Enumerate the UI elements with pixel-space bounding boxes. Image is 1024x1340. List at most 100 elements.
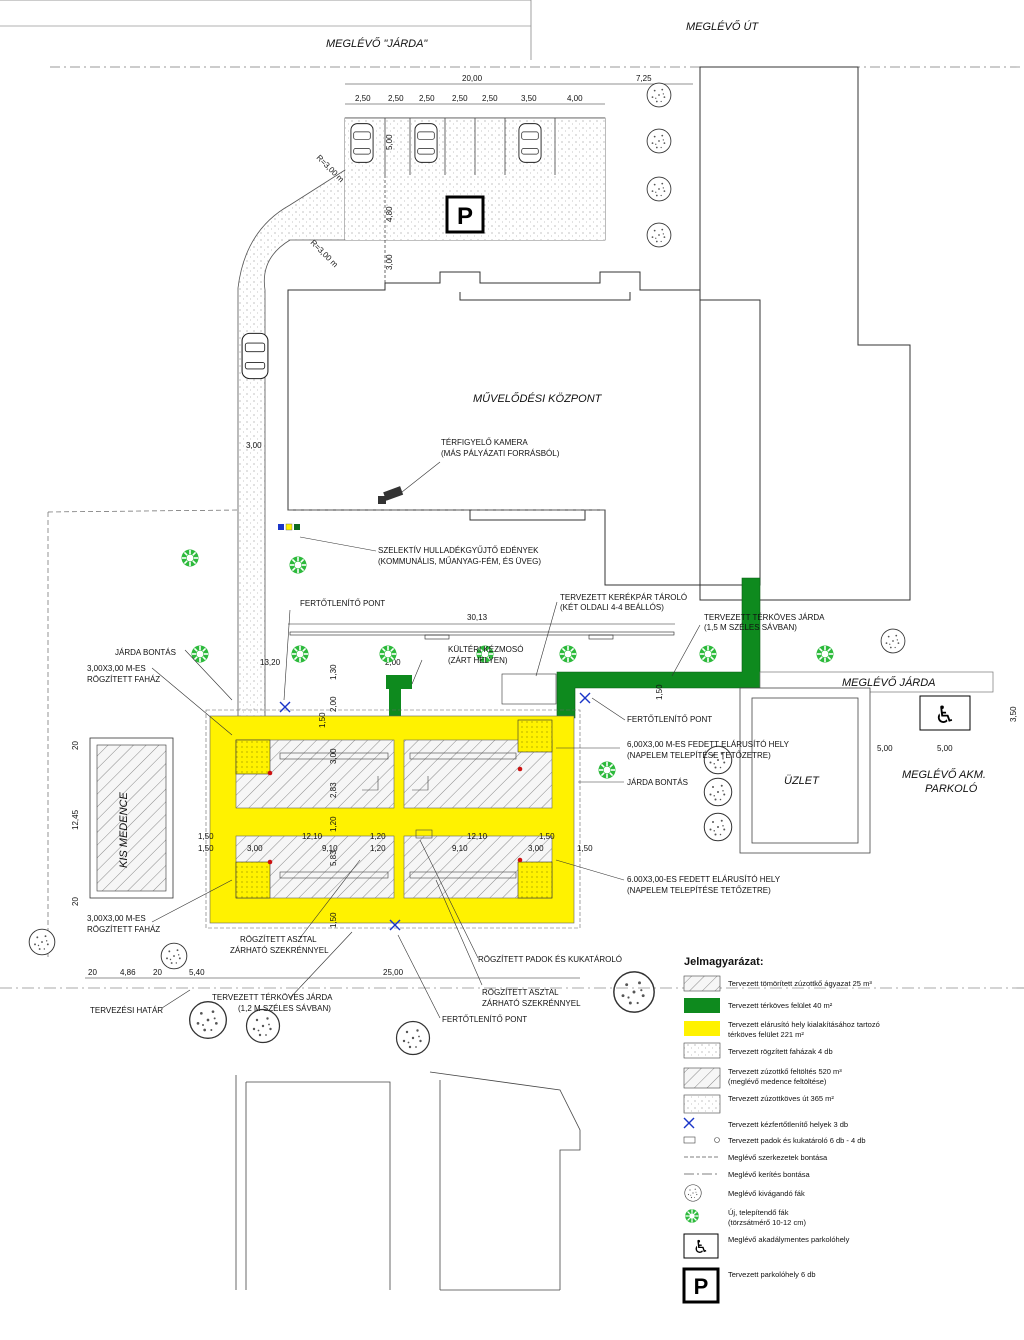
svg-text:térköves felület 221 m²: térköves felület 221 m²	[728, 1030, 804, 1039]
wooden-hut	[517, 861, 553, 899]
sidewalk-demolition-label: JÁRDA BONTÁS	[115, 648, 176, 657]
pool-dim: 20	[71, 741, 80, 750]
svg-text:3,00: 3,00	[329, 748, 338, 764]
svg-text:Meglévő akadálymentes parkolóh: Meglévő akadálymentes parkolóhely	[728, 1235, 850, 1244]
pool-dim: 20	[71, 897, 80, 906]
existing-tree-icon	[646, 128, 672, 154]
svg-text:12,10: 12,10	[302, 832, 323, 841]
hut-label: 3,00X3,00 M-ES	[87, 664, 146, 673]
bike-rack	[501, 673, 557, 705]
small-pool-inner	[96, 744, 167, 892]
bottom-dim: 20	[153, 968, 162, 977]
svg-text:1,50: 1,50	[577, 844, 593, 853]
dim-30-13: 30,13	[467, 613, 488, 622]
sink-green-stem	[389, 689, 401, 719]
waste-leader	[299, 536, 377, 552]
new-tree-icon	[698, 644, 718, 664]
paved-sidewalk-12-sub-label: (1,2 M SZÉLES SÁVBAN)	[238, 1004, 331, 1013]
wooden-hut	[517, 719, 553, 753]
svg-text:(meglévő medence feltöltése): (meglévő medence feltöltése)	[728, 1077, 827, 1086]
svg-text:Tervezett zúzottkő feltöltés 5: Tervezett zúzottkő feltöltés 520 m³	[728, 1067, 842, 1076]
svg-text:2,50: 2,50	[388, 94, 404, 103]
covered-stall-sub-label: (NAPELEM TELEPÍTÉSE TETŐZETRE)	[627, 886, 771, 895]
new-tree-icon	[597, 760, 617, 780]
existing-tree-icon	[646, 82, 672, 108]
svg-text:1,50: 1,50	[655, 684, 664, 700]
paved-path-green	[556, 577, 761, 719]
existing-tree-icon	[160, 942, 188, 970]
new-tree-icon	[558, 644, 578, 664]
planning-boundary	[47, 509, 605, 960]
bottom-dim: 20	[88, 968, 97, 977]
svg-text:3,00: 3,00	[246, 441, 262, 450]
svg-text:1,20: 1,20	[370, 832, 386, 841]
paved-sidewalk-sub-label: (1,5 M SZÉLES SÁVBAN)	[704, 623, 797, 632]
svg-text:1,50: 1,50	[539, 832, 555, 841]
paved-sidewalk-12-label: TERVEZETT TÉRKÖVES JÁRDA	[212, 993, 333, 1002]
camera-sub-label: (MÁS PÁLYÁZATI FORRÁSBÓL)	[441, 449, 560, 458]
svg-text:12,10: 12,10	[467, 832, 488, 841]
svg-text:Meglévő szerkezetek bontása: Meglévő szerkezetek bontása	[728, 1153, 828, 1162]
existing-sidewalk-top-label: MEGLÉVŐ "JÁRDA"	[326, 36, 428, 50]
svg-text:♿: ♿	[934, 702, 956, 729]
cultural-center-building	[287, 66, 911, 601]
covered-stall-label: 6.00X3,00-ES FEDETT ELÁRUSÍTÓ HELY	[627, 875, 781, 884]
hut-sub-label: RÖGZÍTETT FAHÁZ	[87, 675, 160, 684]
svg-text:Tervezett zúzottköves út 365 m: Tervezett zúzottköves út 365 m²	[728, 1094, 834, 1103]
leader-lines	[151, 601, 701, 1019]
svg-text:2,00: 2,00	[329, 696, 338, 712]
legend-existing-tree-icon	[684, 1184, 702, 1202]
market-dimensions: 13,20 2,00 1,30 2,00 1,50 3,00 2,83 1,20…	[198, 658, 664, 928]
waste-bins-icon	[278, 523, 300, 531]
cultural-center-label: MŰVELŐDÉSI KÖZPONT	[473, 391, 603, 405]
hut-sub-label: RÖGZÍTETT FAHÁZ	[87, 925, 160, 934]
svg-text:1,20: 1,20	[329, 816, 338, 832]
svg-text:Meglévő kerítés bontása: Meglévő kerítés bontása	[728, 1170, 811, 1179]
akm-parking-label-2: PARKOLÓ	[925, 782, 978, 795]
existing-tree-icon	[612, 970, 656, 1014]
bottom-dim: 25,00	[383, 968, 404, 977]
existing-sidewalk-right	[759, 671, 994, 693]
sanitizer-label: FERTŐTLENÍTŐ PONT	[442, 1015, 527, 1024]
svg-text:P: P	[457, 203, 473, 230]
svg-text:2,50: 2,50	[452, 94, 468, 103]
svg-text:7,25: 7,25	[636, 74, 652, 83]
akm-dim: 5,00	[877, 744, 893, 753]
akm-dim: 3,50	[1009, 706, 1018, 722]
existing-tree-icon	[646, 222, 672, 248]
existing-tree-icon	[28, 928, 56, 956]
benches-label: RÖGZÍTETT PADOK ÉS KUKATÁROLÓ	[478, 955, 622, 964]
svg-text:1,50: 1,50	[198, 832, 214, 841]
camera-label: TÉRFIGYELŐ KAMERA	[441, 438, 528, 447]
new-tree-icon	[288, 555, 308, 575]
svg-text:Tervezett rögzített faházak 4: Tervezett rögzített faházak 4 db	[728, 1047, 833, 1056]
svg-text:1,20: 1,20	[370, 844, 386, 853]
legend-title: Jelmagyarázat:	[684, 956, 764, 968]
svg-text:Tervezett kézfertőtlenítő hely: Tervezett kézfertőtlenítő helyek 3 db	[728, 1120, 848, 1129]
red-markers	[267, 766, 523, 865]
svg-text:Tervezett parkolóhely 6 db: Tervezett parkolóhely 6 db	[728, 1270, 816, 1279]
paved-sidewalk-label: TERVEZETT TÉRKÖVES JÁRDA	[704, 613, 825, 622]
camera-icon	[378, 486, 404, 504]
sink-green	[386, 675, 412, 689]
svg-text:3,00: 3,00	[385, 254, 394, 270]
bike-rack-label: TERVEZETT KERÉKPÁR TÁROLÓ	[560, 593, 687, 602]
svg-text:1,50: 1,50	[198, 844, 214, 853]
svg-text:Tervezett térköves felület 40: Tervezett térköves felület 40 m²	[728, 1001, 833, 1010]
existing-tree-icon	[646, 176, 672, 202]
outdoor-sink-label: KÜLTÉRI KÉZMOSÓ	[448, 645, 523, 654]
parking-sign-icon: P	[445, 195, 485, 234]
svg-text:Meglévő kivágandó fák: Meglévő kivágandó fák	[728, 1189, 805, 1198]
existing-tree-icon	[245, 1008, 281, 1044]
existing-sidewalk-right-label: MEGLÉVŐ JÁRDA	[842, 675, 936, 689]
existing-tree-icon	[188, 1000, 228, 1040]
existing-road-label: MEGLÉVŐ ÚT	[686, 19, 759, 33]
svg-text:2,50: 2,50	[482, 94, 498, 103]
lower-structures	[235, 1071, 581, 1291]
svg-text:3,50: 3,50	[521, 94, 537, 103]
svg-text:Tervezett tömörített zúzottkő: Tervezett tömörített zúzottkő ágyazat 25…	[728, 979, 872, 988]
road-lines	[0, 0, 1024, 68]
new-tree-icon	[290, 644, 310, 664]
benches	[279, 752, 517, 879]
